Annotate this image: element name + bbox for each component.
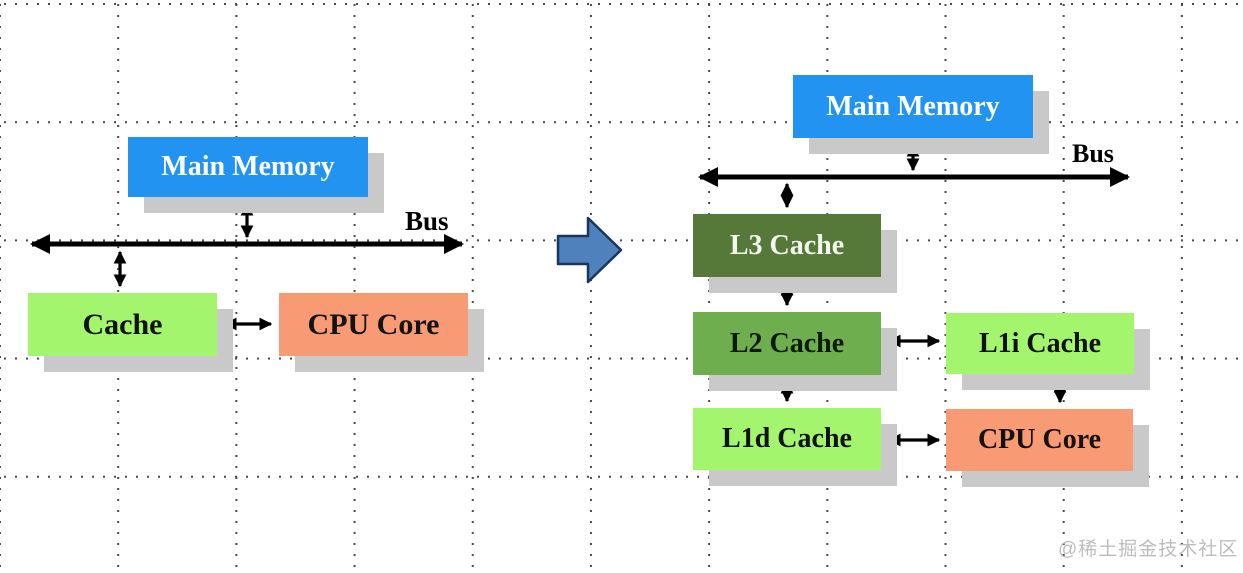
l1d-cache-box: L1d Cache — [693, 408, 881, 470]
left-main-memory-box: Main Memory — [128, 137, 368, 197]
right-cpu-core-label: CPU Core — [977, 424, 1102, 455]
transform-arrow-icon — [556, 216, 623, 284]
l3-cache-label: L3 Cache — [729, 229, 845, 261]
l1i-cache-label: L1i Cache — [978, 327, 1102, 359]
right-bus-label: Bus — [1072, 139, 1114, 168]
right-main-memory-label: Main Memory — [826, 90, 1000, 122]
l1i-cache-box: L1i Cache — [946, 313, 1134, 374]
watermark: @稀土掘金技术社区 — [1058, 539, 1239, 560]
right-cpu-core-box: CPU Core — [946, 409, 1133, 471]
left-cpu-core-box: CPU Core — [279, 293, 468, 356]
l2-cache-box: L2 Cache — [693, 312, 881, 375]
left-main-memory-label: Main Memory — [161, 151, 335, 182]
left-cache-label: Cache — [82, 307, 163, 341]
left-bus-label: Bus — [405, 206, 449, 236]
l3-cache-box: L3 Cache — [693, 214, 881, 277]
l1d-cache-label: L1d Cache — [722, 423, 852, 454]
l2-cache-label: L2 Cache — [729, 327, 845, 359]
right-main-memory-box: Main Memory — [793, 75, 1033, 138]
left-cache-box: Cache — [28, 293, 217, 356]
left-cpu-core-label: CPU Core — [307, 307, 440, 341]
